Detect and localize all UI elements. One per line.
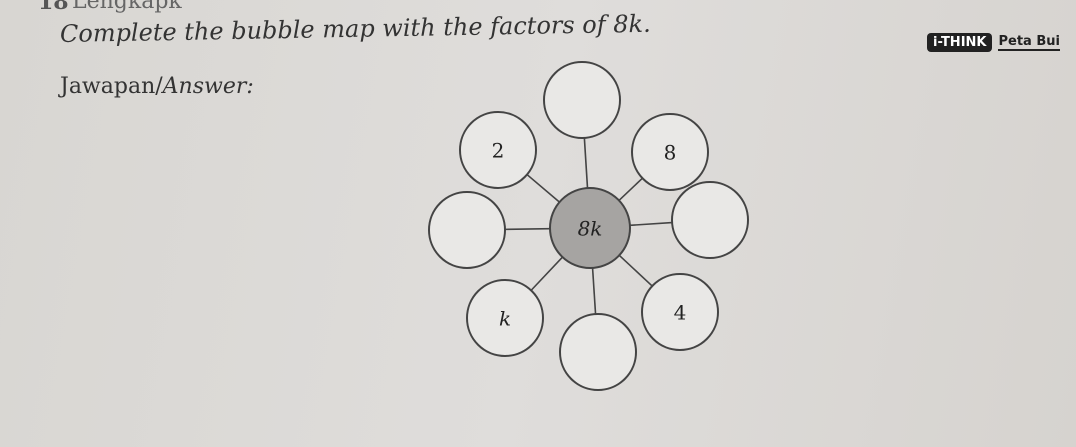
center-label: 8k: [578, 217, 603, 241]
factor-bubble[interactable]: [671, 181, 749, 259]
bubble-label: k: [499, 307, 511, 331]
bubble-circle[interactable]: [459, 111, 537, 189]
bubble-circle[interactable]: [641, 273, 719, 351]
ithink-subtitle: Peta Bui: [998, 34, 1060, 51]
bubble-circle[interactable]: [671, 181, 749, 259]
bubble-label: 2: [492, 139, 505, 163]
bubble-circle[interactable]: [543, 61, 621, 139]
question-malay: Lengkapk: [72, 0, 182, 14]
factor-bubble[interactable]: 2: [459, 111, 537, 189]
factor-bubble[interactable]: [543, 61, 621, 139]
connector-line: [591, 267, 597, 315]
bubble-circle[interactable]: [428, 191, 506, 269]
ithink-badge: i-THINK: [927, 33, 993, 52]
bubble-label: 4: [674, 301, 687, 325]
bubble-label: 8: [664, 141, 677, 165]
factor-bubble[interactable]: k: [466, 279, 544, 357]
center-circle: [549, 187, 631, 269]
bubble-circle[interactable]: [559, 313, 637, 391]
center-bubble: 8k: [549, 187, 631, 269]
connector-line: [629, 221, 673, 227]
answer-malay: Jawapan/: [60, 74, 163, 99]
question-number: 18: [38, 0, 69, 15]
bubble-circle[interactable]: [631, 113, 709, 191]
bubble-circle[interactable]: [466, 279, 544, 357]
connector-line: [530, 256, 564, 291]
ithink-header: i-THINK Peta Bui: [927, 33, 1060, 52]
connector-line: [504, 227, 551, 231]
answer-english: Answer:: [162, 74, 254, 99]
connector-line: [618, 254, 653, 287]
answer-label: Jawapan/Answer:: [60, 74, 254, 100]
factor-bubble[interactable]: 8: [631, 113, 709, 191]
connector-line: [526, 173, 561, 203]
factor-bubble[interactable]: [559, 313, 637, 391]
factor-bubble[interactable]: [428, 191, 506, 269]
factor-bubble[interactable]: 4: [641, 273, 719, 351]
connector-line: [583, 137, 589, 189]
connector-line: [618, 177, 644, 202]
